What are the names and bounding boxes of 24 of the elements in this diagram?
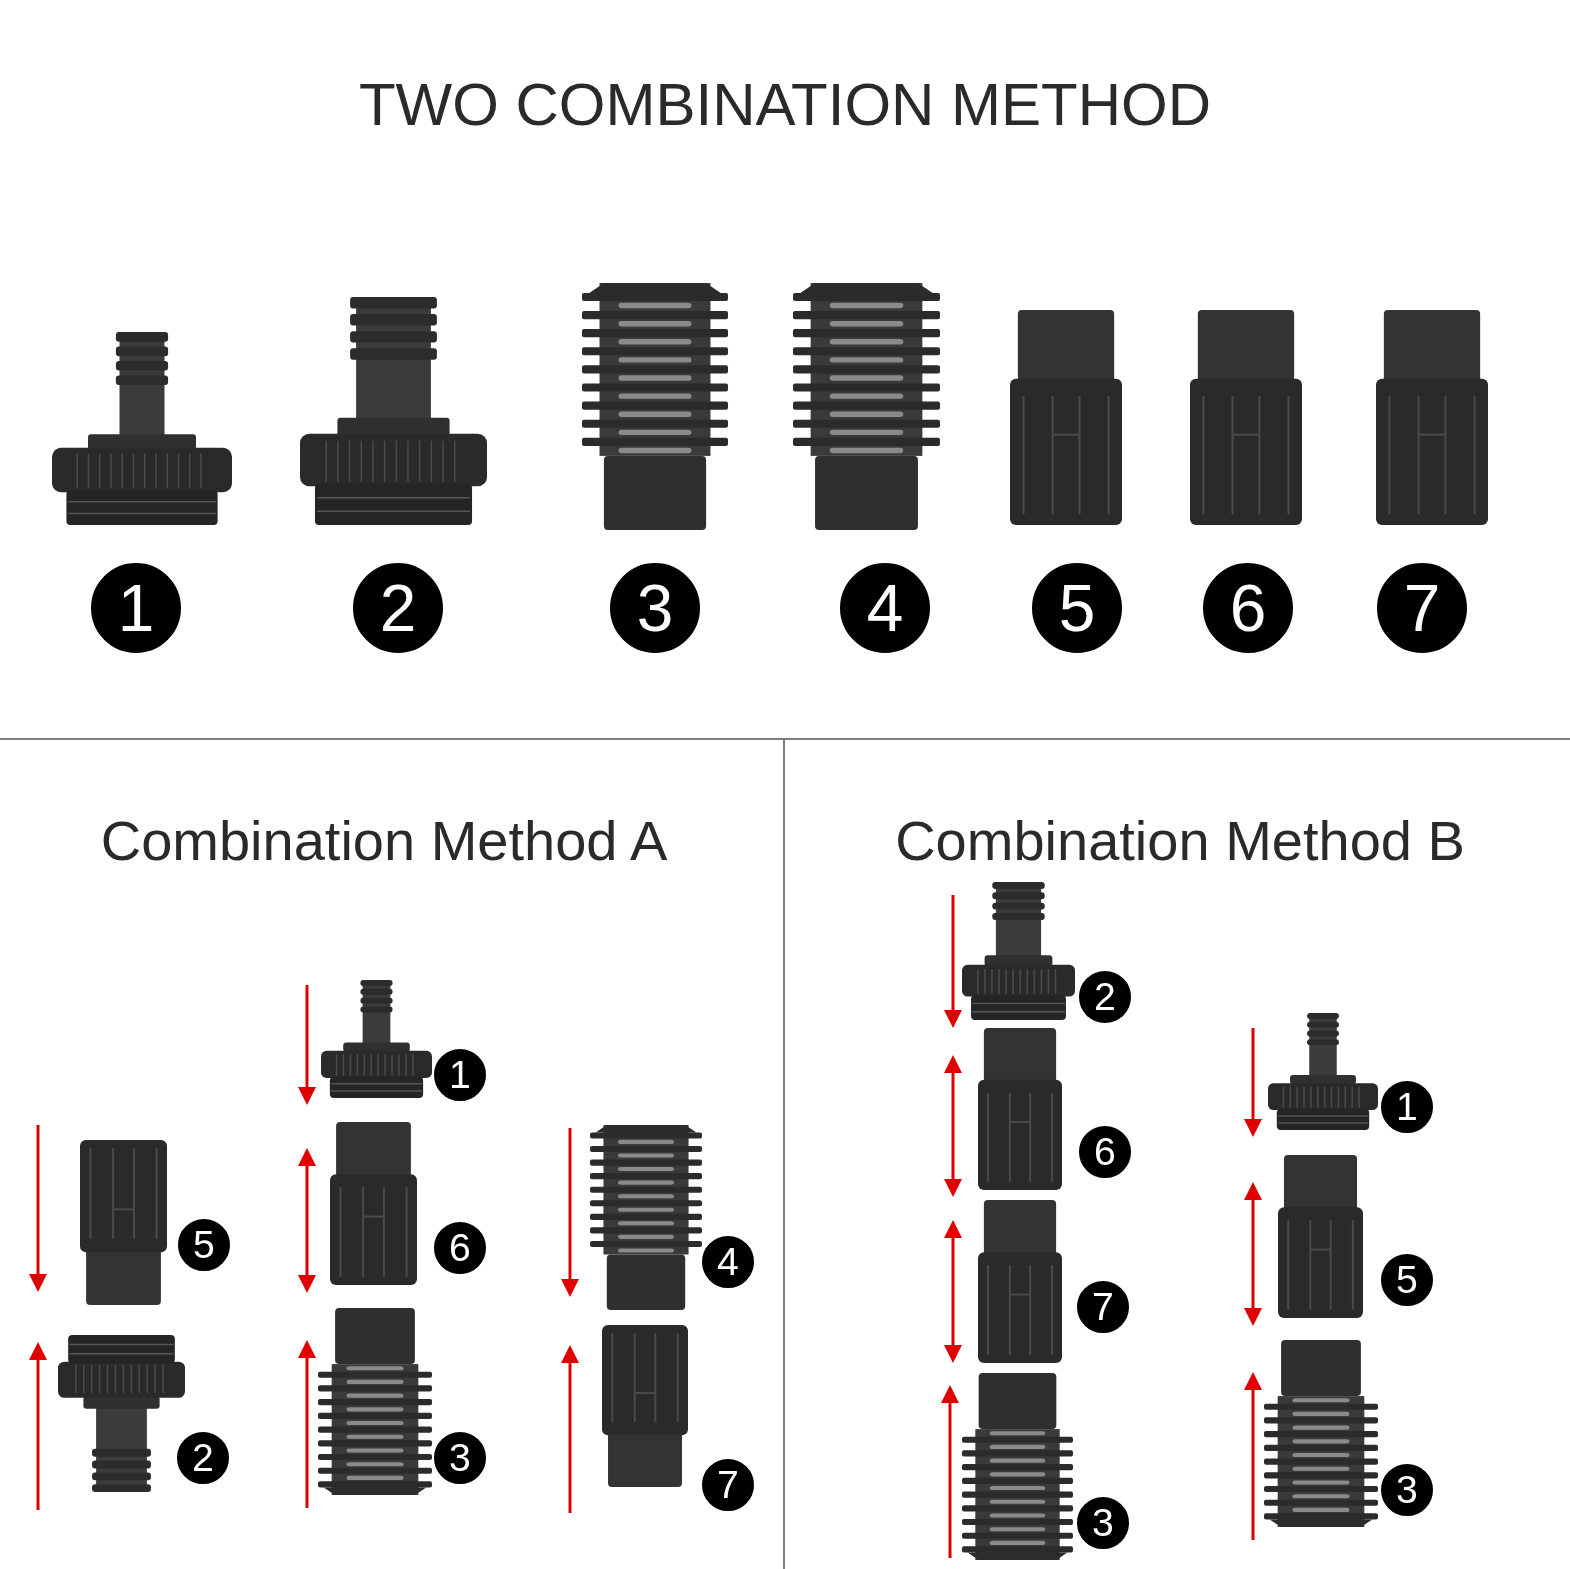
callout-number: 1 [1379, 1079, 1435, 1135]
callout-number: 7 [700, 1457, 756, 1513]
callout-number: 1 [432, 1047, 488, 1103]
callout-number: 7 [1075, 1279, 1131, 1335]
callout-number: 3 [1075, 1495, 1131, 1551]
title: TWO COMBINATION METHOD [357, 70, 1213, 140]
callout-number: 6 [1077, 1124, 1133, 1180]
section-heading: Combination Method B [894, 808, 1466, 874]
callout-number: 5 [1379, 1252, 1435, 1308]
callout-number: 5 [1030, 561, 1124, 655]
callout-number: 6 [432, 1220, 488, 1276]
callout-number: 2 [175, 1430, 231, 1486]
callout-number: 1 [89, 561, 183, 655]
callout-number: 4 [700, 1234, 756, 1290]
callout-number: 2 [351, 561, 445, 655]
callout-number: 3 [432, 1430, 488, 1486]
section-heading: Combination Method A [99, 808, 669, 874]
callout-number: 4 [838, 561, 932, 655]
callout-number: 3 [1379, 1462, 1435, 1518]
callout-number: 2 [1077, 969, 1133, 1025]
callout-number: 5 [176, 1217, 232, 1273]
callout-number: 7 [1375, 561, 1469, 655]
callout-number: 6 [1201, 561, 1295, 655]
callout-number: 3 [608, 561, 702, 655]
